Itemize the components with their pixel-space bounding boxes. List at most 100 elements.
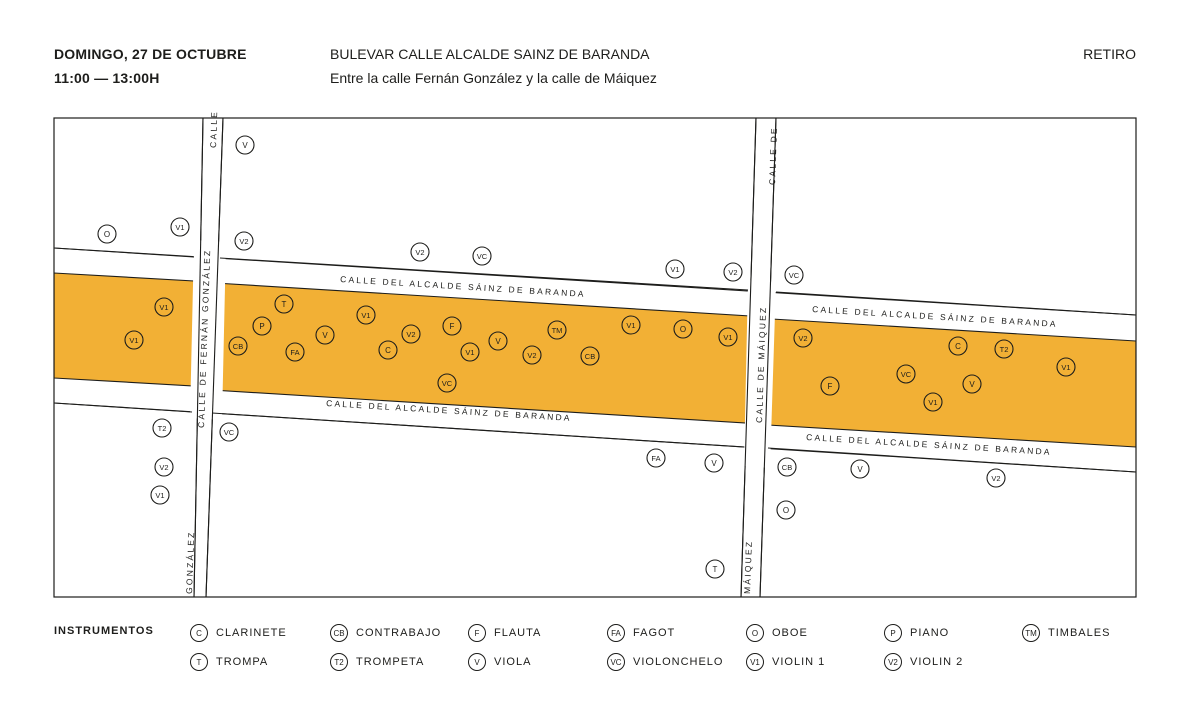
marker-c: C (948, 336, 968, 356)
marker-circle (235, 135, 255, 155)
marker-t2: T2 (152, 418, 172, 438)
marker-v1: V1 (460, 342, 480, 362)
marker-label: VC (789, 271, 800, 280)
legend-badge: FA (607, 624, 625, 642)
marker-v: V (235, 135, 255, 155)
marker-circle (378, 340, 398, 360)
marker-label: C (955, 342, 961, 351)
street-label-maiquez-top: CALLE DE (767, 126, 779, 185)
event-date: DOMINGO, 27 DE OCTUBRE (54, 46, 247, 62)
legend-label: VIOLIN 1 (772, 656, 826, 668)
legend-badge: VC (607, 653, 625, 671)
marker-c: C (378, 340, 398, 360)
marker-v: V (850, 459, 870, 479)
legend-badge: T (190, 653, 208, 671)
marker-label: FA (290, 348, 299, 357)
legend-badge: F (468, 624, 486, 642)
legend-badge: C (190, 624, 208, 642)
marker-circle (723, 262, 743, 282)
marker-v1: V1 (154, 297, 174, 317)
street-label-fernan-bottom: GONZÁLEZ (184, 530, 196, 594)
marker-circle (673, 319, 693, 339)
legend-label: PIANO (910, 627, 950, 639)
marker-circle (776, 500, 796, 520)
marker-vc: VC (896, 364, 916, 384)
marker-label: V1 (361, 311, 370, 320)
marker-v2: V2 (723, 262, 743, 282)
street-label-maiquez: CALLE DE MÁIQUEZ (754, 305, 768, 423)
marker-circle (285, 342, 305, 362)
marker-cb: CB (580, 346, 600, 366)
marker-label: O (104, 230, 110, 239)
marker-label: C (385, 346, 391, 355)
legend-label: FLAUTA (494, 627, 542, 639)
marker-f: F (442, 316, 462, 336)
marker-circle (252, 316, 272, 336)
marker-circle (784, 265, 804, 285)
marker-circle (150, 485, 170, 505)
legend-label: VIOLA (494, 656, 532, 668)
marker-circle (442, 316, 462, 336)
marker-circle (234, 231, 254, 251)
marker-circle (986, 468, 1006, 488)
maiquez-street-surface (744, 280, 776, 468)
marker-vc: VC (219, 422, 239, 442)
marker-label: V (242, 141, 248, 150)
marker-circle (580, 346, 600, 366)
marker-vc: VC (784, 265, 804, 285)
marker-circle (437, 373, 457, 393)
marker-circle (460, 342, 480, 362)
marker-circle (621, 315, 641, 335)
marker-circle (948, 336, 968, 356)
marker-label: T2 (158, 424, 167, 433)
marker-label: T (713, 565, 718, 574)
marker-v1: V1 (665, 259, 685, 279)
marker-fa: FA (285, 342, 305, 362)
marker-circle (219, 422, 239, 442)
marker-v1: V1 (718, 327, 738, 347)
marker-label: V2 (239, 237, 248, 246)
marker-cb: CB (228, 336, 248, 356)
marker-label: CB (585, 352, 595, 361)
marker-label: V2 (798, 334, 807, 343)
marker-circle (718, 327, 738, 347)
marker-label: V1 (723, 333, 732, 342)
legend-label: CONTRABAJO (356, 627, 442, 639)
marker-circle (1056, 357, 1076, 377)
marker-vc: VC (472, 246, 492, 266)
marker-label: FA (651, 454, 660, 463)
marker-v: V (704, 453, 724, 473)
marker-label: V (495, 337, 501, 346)
marker-t2: T2 (994, 339, 1014, 359)
marker-v2: V2 (522, 345, 542, 365)
marker-label: VC (442, 379, 453, 388)
event-district: RETIRO (1083, 46, 1136, 62)
marker-label: V (322, 331, 328, 340)
marker-label: T (282, 300, 287, 309)
marker-circle (522, 345, 542, 365)
marker-v2: V2 (986, 468, 1006, 488)
marker-label: V (711, 459, 717, 468)
event-between: Entre la calle Fernán González y la call… (330, 70, 657, 86)
marker-circle (793, 328, 813, 348)
marker-circle (646, 448, 666, 468)
marker-circle (315, 325, 335, 345)
marker-label: F (450, 322, 455, 331)
legend-badge: O (746, 624, 764, 642)
marker-o: O (776, 500, 796, 520)
marker-o: O (673, 319, 693, 339)
marker-label: O (783, 506, 789, 515)
marker-cb: CB (777, 457, 797, 477)
marker-label: V2 (728, 268, 737, 277)
marker-p: P (252, 316, 272, 336)
event-location-block: BULEVAR CALLE ALCALDE SAINZ DE BARANDA E… (330, 42, 657, 90)
marker-circle (962, 374, 982, 394)
legend-label: VIOLIN 2 (910, 656, 964, 668)
marker-circle (154, 457, 174, 477)
marker-circle (923, 392, 943, 412)
